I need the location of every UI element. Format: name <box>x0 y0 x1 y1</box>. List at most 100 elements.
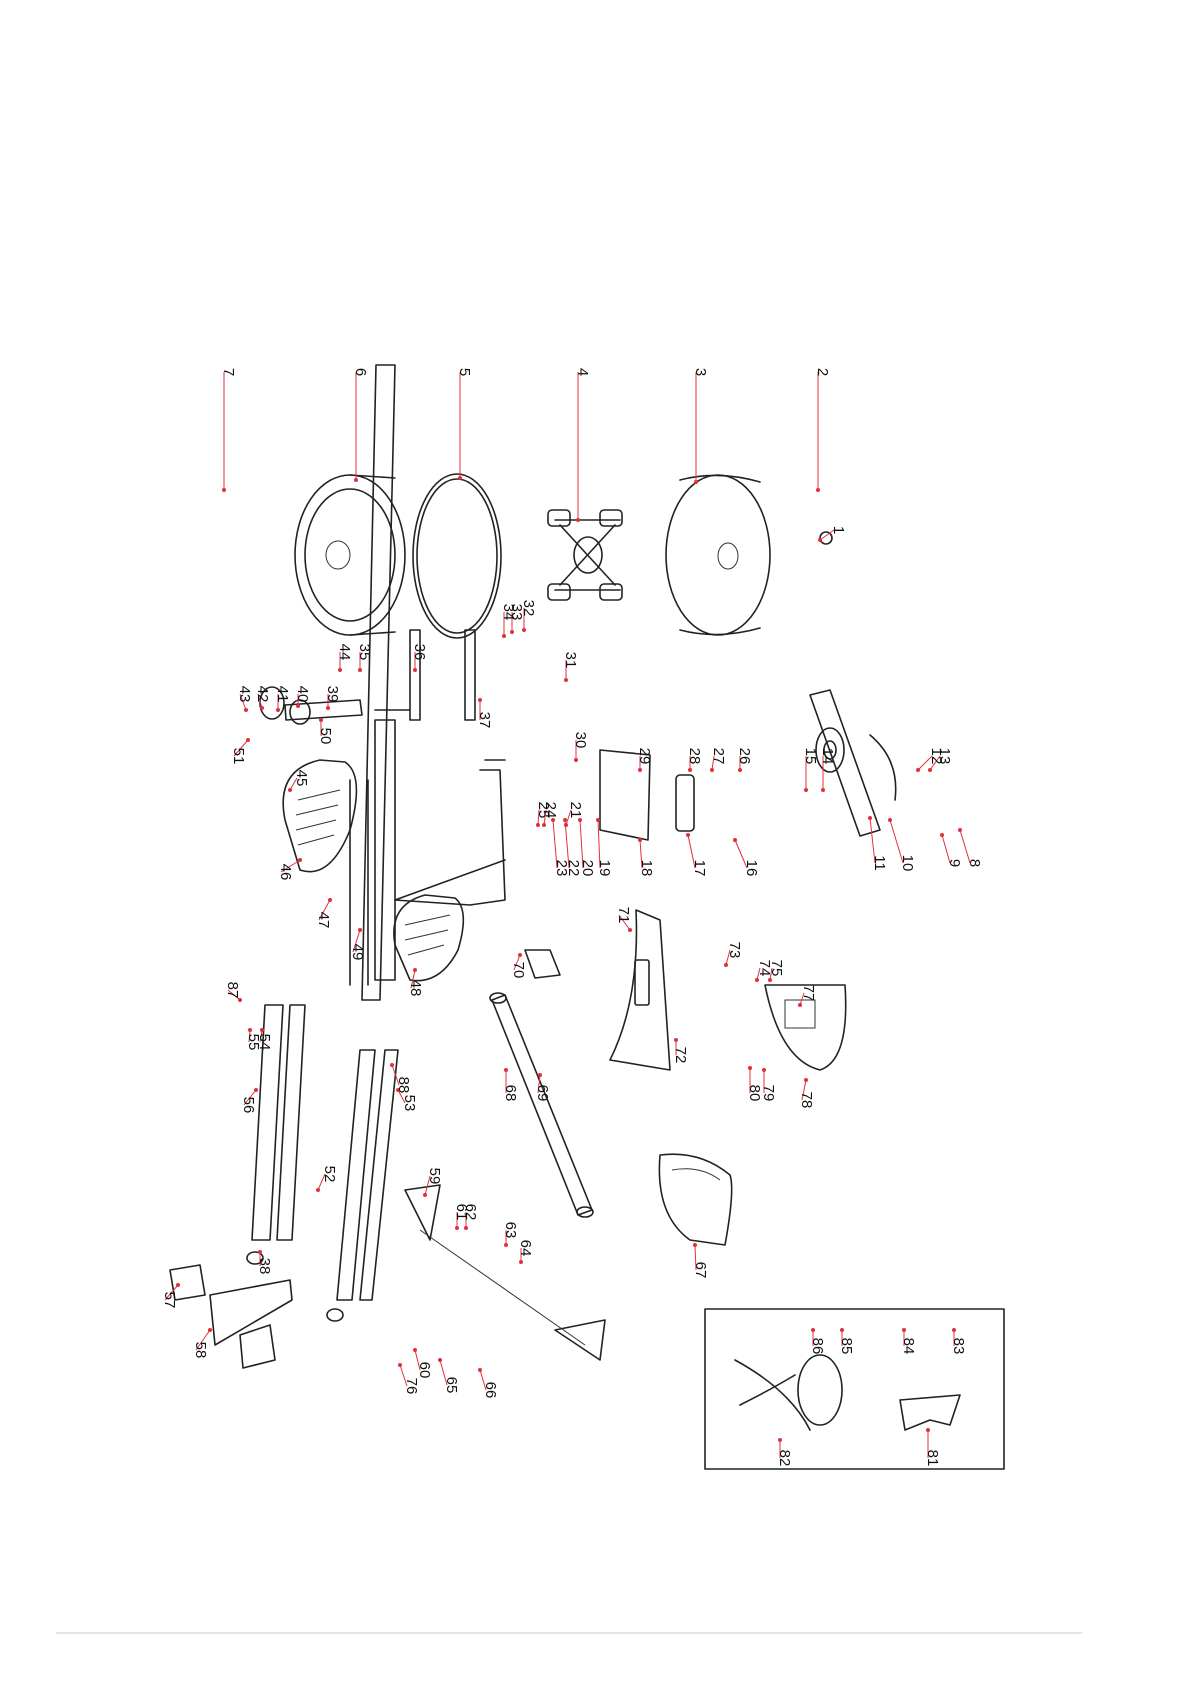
leader-dot-46 <box>298 858 302 862</box>
leader-dot-85 <box>840 1328 844 1332</box>
part-label-9: 9 <box>946 859 963 867</box>
leader-dot-17 <box>686 833 690 837</box>
part-label-46: 46 <box>277 864 294 881</box>
part-label-67: 67 <box>692 1262 709 1279</box>
leader-dot-55 <box>248 1028 252 1032</box>
leader-dot-40 <box>296 704 300 708</box>
leader-dot-4 <box>576 518 580 522</box>
part-label-55: 55 <box>245 1034 262 1051</box>
leader-dot-42 <box>260 706 264 710</box>
leader-dot-18 <box>638 838 642 842</box>
part-label-35: 35 <box>356 644 373 661</box>
part-label-44: 44 <box>336 644 353 661</box>
leader-dot-16 <box>733 838 737 842</box>
part-label-50: 50 <box>317 728 334 745</box>
leader-dot-11 <box>868 816 872 820</box>
cover-half-right <box>666 475 832 635</box>
part-label-58: 58 <box>192 1342 209 1359</box>
leader-dot-5 <box>458 476 462 480</box>
leader-dot-86 <box>811 1328 815 1332</box>
leader-dot-32 <box>522 628 526 632</box>
part-label-69: 69 <box>534 1085 551 1102</box>
leader-dot-48 <box>413 968 417 972</box>
leader-dot-58 <box>208 1328 212 1332</box>
leader-dot-29 <box>638 768 642 772</box>
leader-dot-76 <box>398 1363 402 1367</box>
leader-dot-59 <box>423 1193 427 1197</box>
part-label-11: 11 <box>871 855 888 871</box>
part-label-26: 26 <box>736 748 753 765</box>
leader-dot-78 <box>804 1078 808 1082</box>
leader-dot-84 <box>902 1328 906 1332</box>
part-label-57: 57 <box>161 1292 178 1309</box>
leader-dot-71 <box>628 928 632 932</box>
part-label-41: 41 <box>274 686 291 703</box>
part-label-73: 73 <box>726 942 743 959</box>
leader-dot-3 <box>694 480 698 484</box>
part-number-labels: 1234567891011121314151617181920212223242… <box>161 368 983 1467</box>
leader-dot-39 <box>326 706 330 710</box>
leader-dot-57 <box>176 1283 180 1287</box>
part-label-30: 30 <box>572 732 589 749</box>
leader-dot-56 <box>254 1088 258 1092</box>
part-label-83: 83 <box>950 1338 967 1355</box>
leader-dot-30 <box>574 758 578 762</box>
part-label-7: 7 <box>220 368 237 376</box>
seat <box>659 1154 731 1245</box>
part-label-6: 6 <box>352 368 369 376</box>
part-label-3: 3 <box>692 368 709 376</box>
leader-dot-61 <box>455 1226 459 1230</box>
part-label-2: 2 <box>814 368 831 376</box>
part-label-86: 86 <box>809 1338 826 1355</box>
part-label-77: 77 <box>800 985 817 1002</box>
leader-dot-50 <box>319 718 323 722</box>
part-label-18: 18 <box>638 860 655 877</box>
leader-dot-10 <box>888 818 892 822</box>
leader-dot-67 <box>693 1243 697 1247</box>
part-label-14: 14 <box>819 748 836 765</box>
part-label-60: 60 <box>416 1362 433 1379</box>
part-label-78: 78 <box>798 1092 815 1109</box>
part-label-19: 19 <box>596 860 613 877</box>
part-label-42: 42 <box>254 686 271 703</box>
part-label-84: 84 <box>900 1338 917 1355</box>
part-label-66: 66 <box>482 1382 499 1399</box>
part-label-81: 81 <box>924 1450 941 1467</box>
footer-divider <box>56 1632 1082 1634</box>
leader-dot-83 <box>952 1328 956 1332</box>
leader-dot-31 <box>564 678 568 682</box>
part-label-39: 39 <box>324 686 341 703</box>
leader-dot-27 <box>710 768 714 772</box>
leader-dot-43 <box>244 708 248 712</box>
base-rail-right <box>337 1050 398 1300</box>
leader-dot-12 <box>916 768 920 772</box>
drive-shaft <box>676 690 896 836</box>
part-label-28: 28 <box>686 748 703 765</box>
leader-dot-15 <box>804 788 808 792</box>
part-label-29: 29 <box>636 748 653 765</box>
part-label-85: 85 <box>838 1338 855 1355</box>
spider-frame <box>548 510 622 600</box>
leader-dot-34 <box>502 634 506 638</box>
part-label-48: 48 <box>407 980 424 997</box>
leader-dot-77 <box>798 1003 802 1007</box>
leader-dot-44 <box>338 668 342 672</box>
rollers <box>405 1185 605 1360</box>
leader-dot-68 <box>504 1068 508 1072</box>
part-label-70: 70 <box>510 962 527 979</box>
part-label-59: 59 <box>426 1168 443 1185</box>
part-label-16: 16 <box>743 860 760 877</box>
leader-dot-24 <box>542 823 546 827</box>
leader-dot-88 <box>390 1063 394 1067</box>
belt-ring <box>413 474 501 638</box>
part-label-80: 80 <box>746 1085 763 1102</box>
main-frame <box>350 365 505 1000</box>
leader-dot-65 <box>438 1358 442 1362</box>
leader-dot-6 <box>354 478 358 482</box>
leader-dot-45 <box>288 788 292 792</box>
part-label-1: 1 <box>830 526 847 534</box>
part-label-65: 65 <box>443 1377 460 1394</box>
leader-dot-73 <box>724 963 728 967</box>
part-label-47: 47 <box>315 912 332 929</box>
leader-dot-79 <box>762 1068 766 1072</box>
